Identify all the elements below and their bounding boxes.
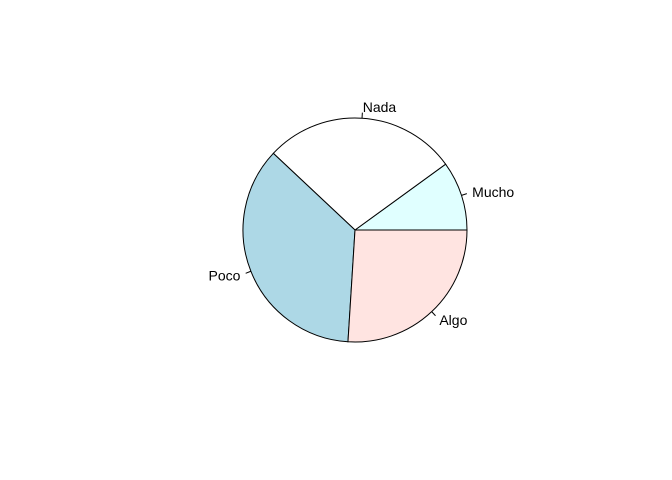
pie-slice-nada bbox=[272, 117, 447, 231]
pie-slice-poco bbox=[242, 152, 356, 343]
pie-label-ticks bbox=[245, 112, 467, 317]
pie-tick-mucho bbox=[461, 193, 467, 196]
pie-label-mucho: Mucho bbox=[472, 184, 514, 200]
pie-label-algo: Algo bbox=[439, 312, 467, 328]
pie-tick-poco bbox=[245, 270, 252, 274]
pie-tick-algo bbox=[431, 311, 436, 317]
pie-slices bbox=[242, 117, 468, 343]
pie-label-nada: Nada bbox=[363, 99, 397, 115]
pie-slice-algo bbox=[347, 229, 468, 343]
pie-label-poco: Poco bbox=[209, 267, 241, 283]
